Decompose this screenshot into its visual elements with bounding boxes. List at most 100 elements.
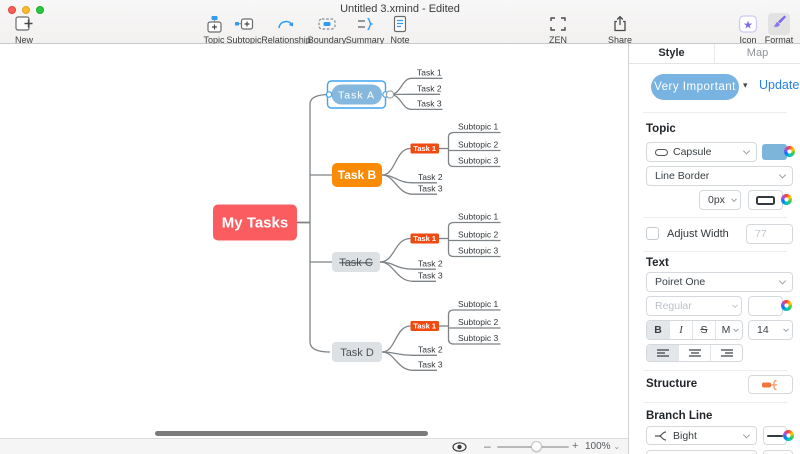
toolbar-relationship-button[interactable]: Relationship <box>254 14 318 45</box>
mindmap-canvas[interactable]: Task 1 Task 2 Task 3 Task A My Tasks Sub… <box>0 44 628 438</box>
toolbar-share-button[interactable]: Share <box>588 14 652 45</box>
adjust-width-checkbox[interactable] <box>646 227 659 240</box>
toolbar-note-button[interactable]: Note <box>368 14 432 45</box>
style-preview-caret-icon[interactable]: ▾ <box>743 80 748 90</box>
align-center-button[interactable] <box>679 345 711 361</box>
chevron-down-icon <box>732 302 738 309</box>
divider <box>643 112 787 113</box>
subtopic[interactable]: Subtopic 2 <box>458 230 498 240</box>
summary-icon <box>333 14 397 34</box>
align-left-button[interactable] <box>647 345 679 361</box>
capsule-shape-icon <box>655 148 668 156</box>
structure-mindmap-icon <box>761 379 777 390</box>
svg-text:Task 1: Task 1 <box>413 322 436 331</box>
topic-task3[interactable]: Task 3 <box>418 360 443 370</box>
topic-task-d[interactable] <box>332 342 382 362</box>
structure-picker-button[interactable] <box>748 375 793 394</box>
toolbar-boundary-button[interactable]: Boundary <box>295 14 359 45</box>
subtopic[interactable]: Subtopic 1 <box>458 212 498 222</box>
text-case-button[interactable]: M <box>716 321 742 339</box>
font-size-dropdown[interactable]: 14 <box>748 320 793 340</box>
subtopic[interactable]: Subtopic 3 <box>458 333 498 343</box>
align-left-icon <box>656 348 669 357</box>
divider <box>643 370 787 371</box>
zoom-slider-handle[interactable] <box>531 441 542 452</box>
topic-task1[interactable]: Task 1 <box>417 68 442 78</box>
strikethrough-button[interactable]: S <box>693 321 716 339</box>
minimize-window-button[interactable] <box>22 6 30 14</box>
subtopic[interactable]: Subtopic 3 <box>458 246 498 256</box>
color-wheel-icon[interactable] <box>781 300 792 311</box>
toolbar-zen-button[interactable]: ZEN <box>526 14 590 45</box>
color-wheel-icon[interactable] <box>783 430 794 441</box>
topic-task1-highlight[interactable] <box>410 233 440 244</box>
new-button[interactable]: New <box>2 14 46 45</box>
topic-fill-color-swatch[interactable] <box>762 144 787 160</box>
subtopic[interactable]: Subtopic 1 <box>458 122 498 132</box>
topic-task-c[interactable] <box>332 252 380 272</box>
color-wheel-icon[interactable] <box>781 194 792 205</box>
topic-task3[interactable]: Task 3 <box>417 99 442 109</box>
update-style-link[interactable]: Update <box>759 78 800 92</box>
font-family-dropdown[interactable]: Poiret One <box>646 272 793 292</box>
zoom-out-button[interactable]: – <box>484 439 491 453</box>
selection-handle-left[interactable] <box>325 91 333 98</box>
topic-shape-dropdown[interactable]: Capsule <box>646 142 757 162</box>
topic-task2[interactable]: Task 2 <box>418 172 443 182</box>
topic-border-dropdown[interactable]: Line Border <box>646 166 793 186</box>
border-color-swatch[interactable] <box>748 190 783 210</box>
topic-task1-highlight[interactable] <box>410 143 440 154</box>
line-b3 <box>381 174 437 195</box>
topic-task3[interactable]: Task 3 <box>418 183 443 193</box>
font-color-swatch[interactable] <box>748 296 783 316</box>
text-section-heading: Text <box>646 257 669 269</box>
horizontal-scrollbar[interactable] <box>155 431 428 436</box>
bold-button[interactable]: B <box>647 321 670 339</box>
width-value-input[interactable]: 77 <box>746 224 793 244</box>
toolbar-topic-button[interactable]: Topic <box>182 14 246 45</box>
branch-line-type-dropdown[interactable]: Solid Line <box>646 450 757 454</box>
align-right-button[interactable] <box>711 345 742 361</box>
tab-map[interactable]: Map <box>746 47 769 59</box>
svg-text:Task D: Task D <box>340 347 374 359</box>
toolbar-subtopic-button[interactable]: Subtopic <box>212 14 276 45</box>
border-width-dropdown[interactable]: 0px <box>699 190 741 210</box>
panel-tabbar: Style Map <box>629 44 800 64</box>
tab-style[interactable]: Style <box>658 47 685 59</box>
branch-shape-dropdown[interactable]: Bight <box>646 426 757 445</box>
font-weight-dropdown[interactable]: Regular <box>646 296 742 316</box>
branch-width-dropdown[interactable]: 1px <box>763 450 793 454</box>
subtopic[interactable]: Subtopic 1 <box>458 299 498 309</box>
topic-task-a[interactable] <box>331 84 383 105</box>
chevron-down-icon <box>783 326 789 333</box>
subtopic[interactable]: Subtopic 2 <box>458 140 498 150</box>
root-topic[interactable] <box>213 204 297 241</box>
style-preview-button[interactable]: Very Important <box>651 74 739 100</box>
zoom-level-dropdown[interactable]: 100% ⌄ <box>585 441 621 452</box>
relationship-icon <box>254 14 318 34</box>
topic-task1-highlight[interactable] <box>410 321 440 331</box>
toolbar-icon-button[interactable]: ★ Icon <box>716 14 780 45</box>
topic-task3[interactable]: Task 3 <box>418 271 443 281</box>
toolbar-summary-button[interactable]: Summary <box>333 14 397 45</box>
status-bar: – + 100% ⌄ <box>0 438 628 454</box>
star-icon: ★ <box>716 14 780 34</box>
pitch-mode-eye-icon[interactable] <box>452 442 467 452</box>
divider <box>643 217 787 218</box>
color-wheel-icon[interactable] <box>784 146 795 157</box>
zoom-in-button[interactable]: + <box>572 440 579 452</box>
divider <box>643 251 787 252</box>
subtopic[interactable]: Subtopic 2 <box>458 317 498 327</box>
italic-button[interactable]: I <box>670 321 693 339</box>
zoom-window-button[interactable] <box>36 6 44 14</box>
topic-task-b[interactable] <box>332 163 382 187</box>
toolbar-format-button[interactable]: Format <box>747 13 800 45</box>
topic-task2[interactable]: Task 2 <box>418 345 443 355</box>
subtopic[interactable]: Subtopic 3 <box>458 156 498 166</box>
topic-task2[interactable]: Task 2 <box>418 258 443 268</box>
chevron-down-icon <box>731 196 737 203</box>
branch-trunk <box>309 93 331 353</box>
close-window-button[interactable] <box>8 6 16 14</box>
collapse-handle[interactable] <box>385 90 395 99</box>
topic-task2[interactable]: Task 2 <box>417 84 442 94</box>
